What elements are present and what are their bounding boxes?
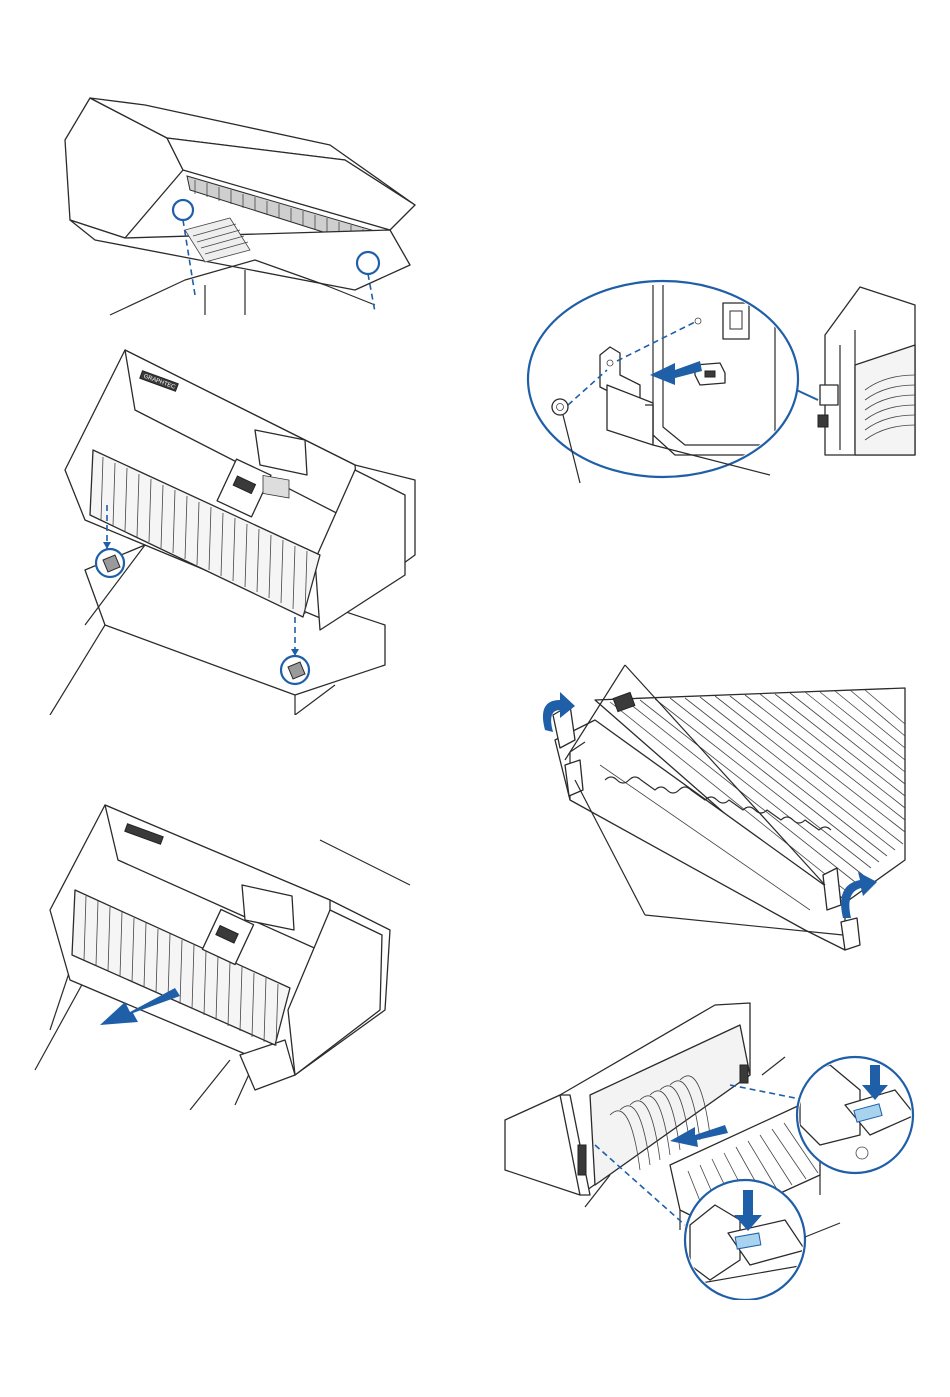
fig-2-lower-onto-stand: GRAPHTEC xyxy=(45,345,420,715)
fig-6-attach-media-basket xyxy=(500,995,915,1300)
fig-1-mount-point-left xyxy=(173,200,193,220)
fig-4-remove-bracket-detail xyxy=(525,275,920,490)
fig-5-hook-right xyxy=(823,868,841,910)
fig-4-target-bracket xyxy=(820,385,838,405)
fig-3-slide-cutter-forward xyxy=(30,800,415,1110)
fig-4-screw xyxy=(552,399,568,415)
fig-1-mount-point-right xyxy=(357,252,379,274)
fig-1-stand-mount-underside xyxy=(55,90,425,320)
fig-5-rotate-media-guide xyxy=(525,660,915,960)
